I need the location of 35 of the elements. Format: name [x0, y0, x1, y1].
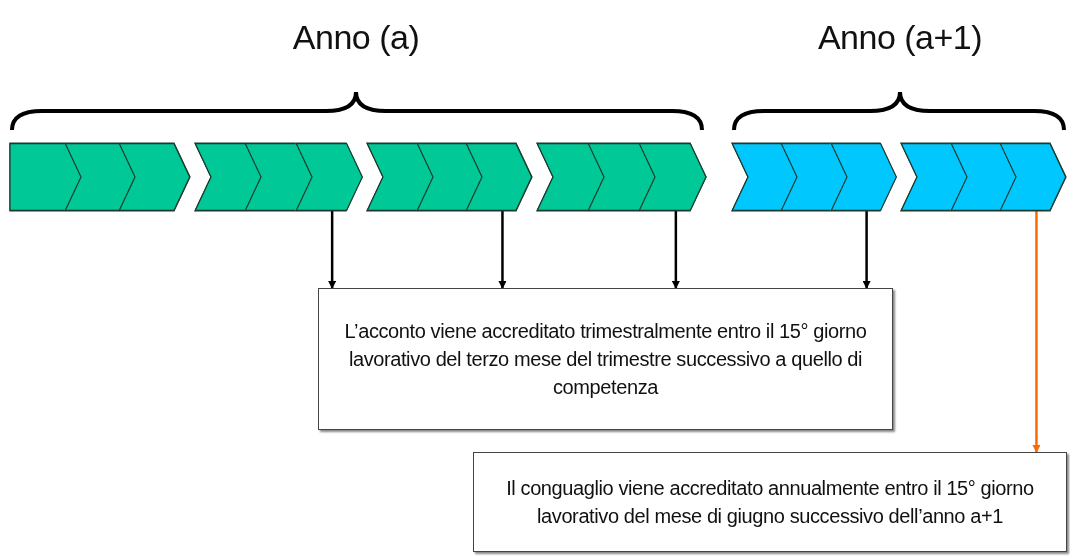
month-segment — [1000, 143, 1066, 211]
arrow — [671, 211, 680, 289]
month-segment — [466, 143, 532, 211]
quarter-segment — [367, 143, 532, 211]
quarter-segment — [732, 143, 896, 211]
month-segment — [830, 143, 896, 211]
month-segment — [901, 143, 951, 211]
month-segment — [119, 143, 190, 211]
arrow — [862, 211, 871, 289]
month-segment — [367, 143, 417, 211]
month-segment — [245, 143, 296, 211]
quarter-segment — [195, 143, 362, 211]
note-box — [318, 288, 893, 430]
month-segment — [781, 143, 831, 211]
month-segment — [588, 143, 639, 211]
month-segment — [195, 143, 246, 211]
quarter-segment — [10, 143, 190, 211]
month-segment — [64, 143, 120, 211]
arrow — [1032, 211, 1041, 453]
year-label: Anno (a) — [292, 18, 420, 57]
month-segment — [10, 143, 65, 211]
month-segment — [295, 143, 362, 211]
arrow — [498, 211, 507, 289]
month-segment — [537, 143, 588, 211]
note-text: L’acconto viene accreditato trimestralmente entro il 15° giorno lavorativo del terzo mese del trimestre successivo a quello di competenza — [343, 319, 868, 400]
month-segment — [732, 143, 782, 211]
note-text: Il conguaglio viene accreditato annualmente entro il 15° giorno lavorativo del mese di giugno successivo dell’anno a+1 — [505, 476, 1035, 529]
quarter-segment — [537, 143, 706, 211]
quarter-segment — [901, 143, 1066, 211]
month-segment — [416, 143, 467, 211]
note-box — [473, 452, 1067, 552]
year-label: Anno (a+1) — [817, 18, 983, 57]
month-segment — [950, 143, 1001, 211]
month-segment — [639, 143, 706, 211]
arrow — [328, 211, 337, 289]
